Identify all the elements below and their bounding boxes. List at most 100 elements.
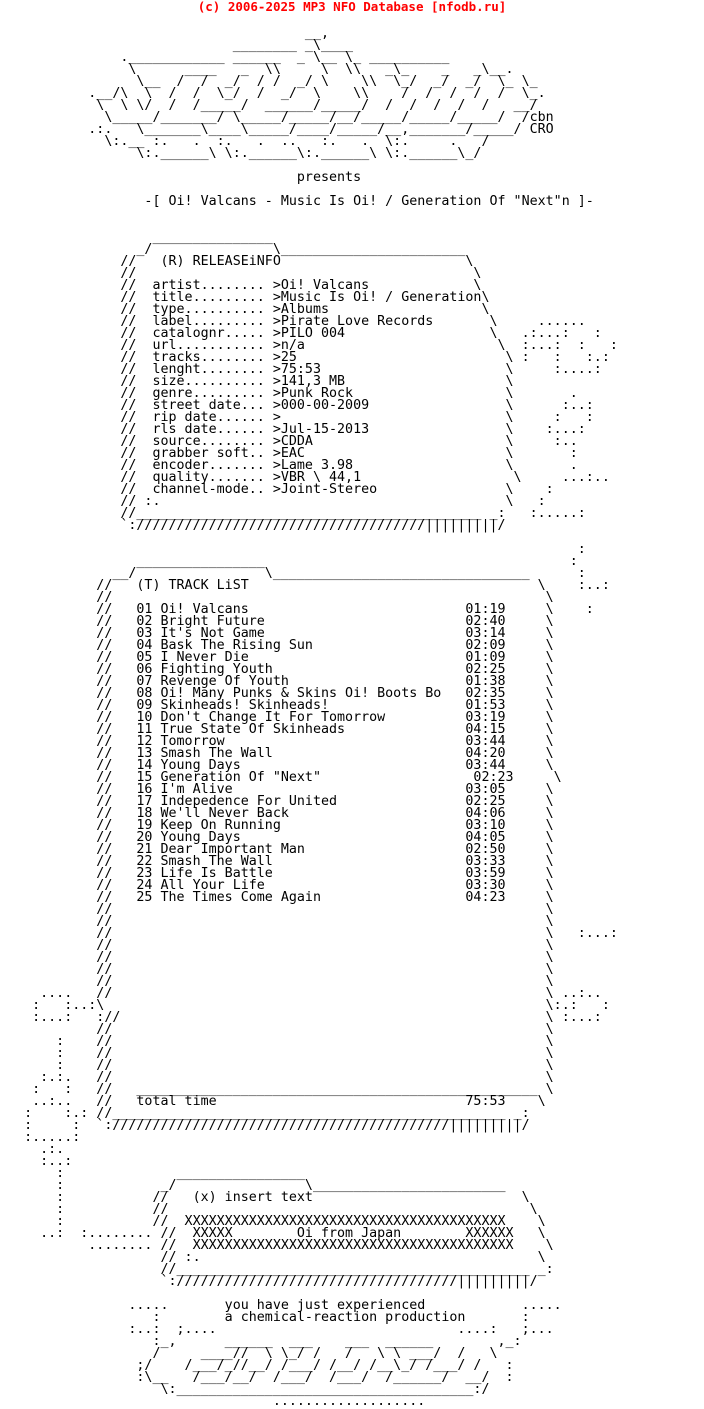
nfo-line: // 21 Dear Important Man 02:50 \	[0, 842, 554, 857]
site-header: (c) 2006-2025 MP3 NFO Database [nfodb.ru…	[197, 0, 507, 14]
nfo-line: \_____/_______/ \_____/_____/__/_____/__…	[0, 110, 554, 125]
nfo-line: // 12 Tomorrow 03:44 \	[0, 734, 554, 749]
nfo-line: //______________________________________…	[0, 1262, 554, 1277]
nfo-line: :_, ______ ___ ___ ______ ,_:	[0, 1334, 522, 1349]
nfo-line: ..... you have just experienced .....	[0, 1298, 562, 1313]
nfo-line: : // (x) insert text \	[0, 1190, 530, 1205]
nfo-line: // artist........ >Oi! Valcans \	[0, 278, 482, 293]
nfo-line: : :.: //________________________________…	[0, 1106, 530, 1121]
nfo-line: presents	[0, 170, 362, 185]
nfo-line: // (T) TRACK LiST \ :..:	[0, 578, 610, 593]
nfo-line: : a chemical-reaction production :	[0, 1310, 530, 1325]
nfo-line: // tracks........ >25 \ : : :.:	[0, 350, 610, 365]
nfo-line: // rip date...... > \ : :	[0, 410, 594, 425]
nfo-line: __,	[0, 26, 329, 41]
nfo-line: //______________________________________…	[0, 506, 586, 521]
nfo-line: `:////////////////////////////////////||…	[0, 518, 506, 533]
nfo-line: // grabber soft.. >EAC \ :	[0, 446, 578, 461]
nfo-line: // 20 Young Days 04:05 \	[0, 830, 554, 845]
nfo-line: : :..:\ \:.: :	[0, 998, 610, 1013]
nfo-line: : ________________	[0, 1166, 305, 1181]
nfo-line: -[ Oi! Valcans - Music Is Oi! / Generati…	[0, 194, 594, 209]
nfo-line: // 08 Oi! Many Punks & Skins Oi! Boots B…	[0, 686, 554, 701]
nfo-line: // 15 Generation Of "Next" 02:23 \	[0, 770, 562, 785]
nfo-line: // 19 Keep On Running 03:10 \	[0, 818, 554, 833]
nfo-line: \ ____ _ \\ \ \\ _\_ _ _\__.	[0, 62, 514, 77]
nfo-line: // :. \	[0, 1250, 546, 1265]
nfo-line: // \	[0, 938, 554, 953]
nfo-line: // genre......... >Punk Rock \ .	[0, 386, 578, 401]
nfo-line: // \	[0, 902, 554, 917]
nfo-line: .:. \_______\____\_____/____/_____/__,__…	[0, 122, 554, 137]
nfo-line: :.:. // \	[0, 1070, 554, 1085]
nfo-line: \:.__ :. . :. . .. :. . \:. . /	[0, 134, 490, 149]
nfo-line: // 18 We'll Never Back 04:06 \	[0, 806, 554, 821]
nfo-line: // size.......... >141,3 MB \	[0, 374, 514, 389]
nfo-line: .____________ ______ _ \__ \_ __________	[0, 50, 450, 65]
nfo-line: // channel-mode.. >Joint-Stereo \ :	[0, 482, 554, 497]
nfo-line: ________ _\____	[0, 38, 354, 53]
nfo-line: \__ / / _/ / / _/ \ \\ \_/ _/ _/ \_ \_	[0, 74, 538, 89]
nfo-line: // type.......... >Albums \	[0, 302, 490, 317]
nfo-line: :..:	[0, 1154, 73, 1169]
nfo-line: // 07 Revenge Of Youth 01:38 \	[0, 674, 554, 689]
nfo-line: // 22 Smash The Wall 03:33 \	[0, 854, 554, 869]
nfo-line: // \ :...:	[0, 926, 618, 941]
nfo-line: ;/ /___/_//__/ /___/ /__/ /__\_/ /___/ /…	[0, 1358, 514, 1373]
nfo-line: // 10 Don't Change It For Tomorrow 03:19…	[0, 710, 554, 725]
nfo-line: // :. \ :	[0, 494, 546, 509]
nfo-line: // rls date...... >Jul-15-2013 \ :...:	[0, 422, 586, 437]
nfo-line: // street date... >000-00-2009 \ :..:	[0, 398, 594, 413]
nfo-line: ..: :........ // XXXXX Oi from Japan XXX…	[0, 1226, 546, 1241]
nfo-line: // url........... >n/a \ :...: : :	[0, 338, 618, 353]
nfo-line: :.....:	[0, 1130, 81, 1145]
nfo-line: // 05 I Never Die 01:09 \	[0, 650, 554, 665]
nfo-line: : // \	[0, 1202, 538, 1217]
nfo-line: : : // _________________________________…	[0, 1082, 554, 1097]
nfo-line: ...................	[0, 1394, 426, 1409]
nfo-line: / ____// \ \_/ / / \ \ ___/ / \	[0, 1346, 498, 1361]
nfo-line: // title......... >Music Is Oi! / Genera…	[0, 290, 490, 305]
nfo-line: // 02 Bright Future 02:40 \	[0, 614, 554, 629]
nfo-line: // 06 Fighting Youth 02:25 \	[0, 662, 554, 677]
nfo-line: // 17 Indepedence For United 02:25 \	[0, 794, 554, 809]
nfo-text-block: __, ________ _\____ .____________ ______…	[0, 16, 704, 1408]
nfo-line	[0, 208, 704, 220]
nfo-line: // label......... >Pirate Love Records \…	[0, 314, 586, 329]
nfo-line: // quality....... >VBR \ 44,1 \ ...:..	[0, 470, 610, 485]
nfo-line: \:_____________________________________:…	[0, 1382, 490, 1397]
nfo-line: `:///////////////////////////////////|||…	[0, 1274, 538, 1289]
nfo-line: .... // \ ..:..	[0, 986, 602, 1001]
nfo-line: __/ \________________________________ :	[0, 566, 586, 581]
nfo-line: // 01 Oi! Valcans 01:19 \ :	[0, 602, 594, 617]
nfo-line: : // \	[0, 1058, 554, 1073]
nfo-line: // 11 True State Of Skinheads 04:15 \	[0, 722, 554, 737]
nfo-line: // \	[0, 950, 554, 965]
nfo-line: _______________	[0, 230, 273, 245]
nfo-line: ________________ :	[0, 554, 578, 569]
nfo-line: // 09 Skinheads! Skinheads! 01:53 \	[0, 698, 554, 713]
nfo-line: :\__ /___/__/ /___/ /___/ /______/ __/ :	[0, 1370, 514, 1385]
nfo-line: : // XXXXXXXXXXXXXXXXXXXXXXXXXXXXXXXXXXX…	[0, 1214, 546, 1229]
nfo-line: // 13 Smash The Wall 04:20 \	[0, 746, 554, 761]
nfo-line: // (R) RELEASEiNFO \	[0, 254, 474, 269]
nfo-line: : // \	[0, 1046, 554, 1061]
nfo-line: // 25 The Times Come Again 04:23 \	[0, 890, 554, 905]
nfo-line: .__/\ \ / / \_/ / _/ \ \\ / / / / / \_.	[0, 86, 546, 101]
nfo-line: _/ \_______________________	[0, 242, 466, 257]
nfo-line: // 03 It's Not Game 03:14 \	[0, 626, 554, 641]
nfo-line: // 16 I'm Alive 03:05 \	[0, 782, 554, 797]
nfo-line: : : `://////////////////////////////////…	[0, 1118, 530, 1133]
nfo-line: \ \ \/ / /_____/ ______/_____/ / / / / /…	[0, 98, 538, 113]
nfo-line: :..: ;.... ....: ;...	[0, 1322, 554, 1337]
nfo-line: // 04 Bask The Rising Sun 02:09 \	[0, 638, 554, 653]
nfo-line: // lenght........ >75:53 \ :....:	[0, 362, 602, 377]
nfo-line: ........ // XXXXXXXXXXXXXXXXXXXXXXXXXXXX…	[0, 1238, 554, 1253]
nfo-line: // \	[0, 914, 554, 929]
nfo-line: // \	[0, 266, 482, 281]
nfo-line: :	[0, 542, 586, 557]
nfo-line: // \	[0, 974, 554, 989]
nfo-line: ..:.. // total time 75:53 \	[0, 1094, 546, 1109]
nfo-line: // source........ >CDDA \ :..	[0, 434, 578, 449]
nfo-line: // 23 Life Is Battle 03:59 \	[0, 866, 554, 881]
